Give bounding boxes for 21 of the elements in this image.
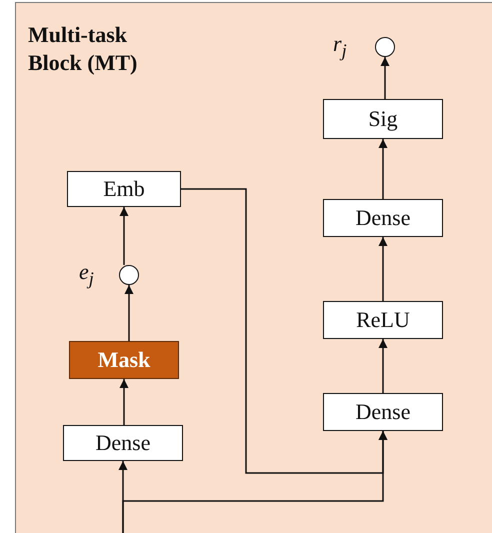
layer-box: Dense — [323, 199, 443, 237]
layer-box: Sig — [323, 99, 443, 139]
block-title: Multi-task Block (MT) — [28, 21, 138, 77]
variable-label: e$_{j}$ — [79, 259, 94, 290]
arrow — [380, 57, 390, 99]
layer-box: ReLU — [323, 301, 443, 339]
arrow — [378, 237, 388, 301]
layer-box: Dense — [63, 425, 183, 461]
arrow — [124, 285, 134, 341]
layer-box: Emb — [67, 171, 181, 207]
arrow — [120, 379, 128, 425]
arrow — [181, 188, 388, 474]
variable-label: r$_{j}$ — [333, 31, 347, 62]
arrow — [120, 207, 128, 265]
block-panel — [15, 2, 492, 533]
output-circle — [375, 37, 395, 57]
arrow — [378, 139, 388, 199]
layer-box: Dense — [323, 393, 443, 431]
output-circle — [119, 265, 139, 285]
mask-layer-box: Mask — [69, 341, 179, 379]
arrow — [378, 339, 388, 393]
